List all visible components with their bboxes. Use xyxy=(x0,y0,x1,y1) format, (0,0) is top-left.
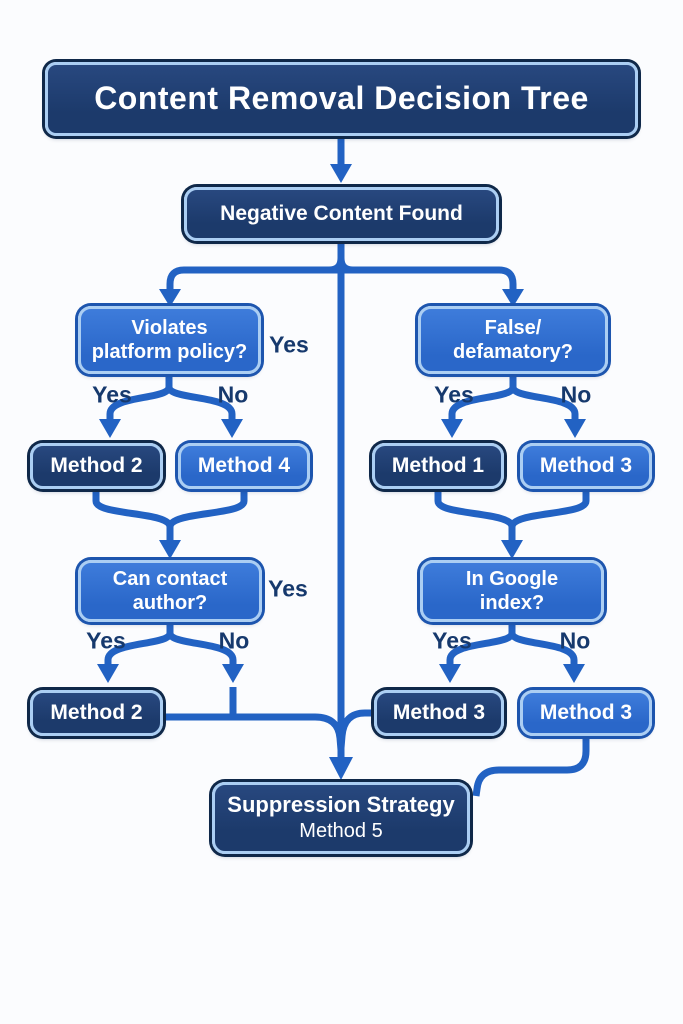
edge-label-contact-side-yes: Yes xyxy=(268,575,308,602)
arrow-contact-no xyxy=(222,664,244,683)
edge-label-platform-no: No xyxy=(217,381,249,408)
arrow-to-m2top xyxy=(99,419,121,438)
node-label: Method 4 xyxy=(197,454,291,478)
node-method-1: Method 1 xyxy=(372,443,504,489)
node-can-contact-author: Can contact author? xyxy=(78,560,262,622)
edge-label-false-yes: Yes xyxy=(434,381,474,408)
edge-m2top-merge xyxy=(92,490,174,529)
edge-label-false-no: No xyxy=(560,381,592,408)
arrow-to-platform xyxy=(159,289,181,307)
node-negative-content-found: Negative Content Found xyxy=(184,187,499,241)
edge-m1-merge xyxy=(434,490,516,529)
edge-label-contact-no: No xyxy=(218,627,250,654)
title-text: Content Removal Decision Tree xyxy=(94,80,589,117)
node-label-line2: platform policy? xyxy=(91,341,248,363)
node-label: Method 3 xyxy=(539,701,633,725)
arrow-to-root xyxy=(330,164,352,183)
arrow-to-suppression xyxy=(329,757,353,780)
node-method-2-bottom: Method 2 xyxy=(30,690,163,736)
node-label-line1: Suppression Strategy xyxy=(227,792,455,818)
node-method-3-top: Method 3 xyxy=(520,443,652,489)
node-label-line1: Violates xyxy=(131,316,208,339)
edge-m4-merge xyxy=(166,490,248,529)
arrow-to-m2bottom xyxy=(97,664,119,683)
arrow-to-false xyxy=(502,289,524,307)
edge-contact-no xyxy=(166,622,237,665)
node-label: Method 1 xyxy=(391,454,485,478)
edge-trunk-fillet-right xyxy=(337,257,354,274)
edge-m3yes-to-trunk xyxy=(337,709,376,749)
node-label: Negative Content Found xyxy=(220,202,463,226)
node-label-line2: defamatory? xyxy=(452,341,574,363)
edge-platform-no xyxy=(165,374,236,420)
edge-m3no-to-suppression xyxy=(472,736,590,797)
node-label-line2: index? xyxy=(479,592,545,614)
arrow-to-m4 xyxy=(221,419,243,438)
title-box: Content Removal Decision Tree xyxy=(45,62,638,136)
arrow-to-m3yes xyxy=(439,664,461,683)
arrow-to-contact xyxy=(159,540,181,559)
edge-m3top-merge xyxy=(508,490,590,529)
arrowheads xyxy=(97,164,586,780)
node-violates-platform-policy: Violates platform policy? xyxy=(78,306,261,374)
arrow-to-m3top xyxy=(564,419,586,438)
node-label-line2: Method 5 xyxy=(299,820,383,843)
edge-google-no xyxy=(508,622,578,665)
arrow-to-m3no xyxy=(563,664,585,683)
node-in-google-index: In Google index? xyxy=(420,560,604,622)
node-label-line1: False/ xyxy=(484,316,542,339)
arrow-to-google xyxy=(501,540,523,559)
node-suppression-strategy: Suppression Strategy Method 5 xyxy=(212,782,470,854)
node-method-3-no: Method 3 xyxy=(520,690,652,736)
node-method-2-top: Method 2 xyxy=(30,443,163,489)
arrow-to-m1 xyxy=(441,419,463,438)
node-label: Method 2 xyxy=(50,454,143,478)
node-method-3-yes: Method 3 xyxy=(374,690,504,736)
edge-label-contact-yes: Yes xyxy=(86,627,126,654)
node-label-line1: Can contact xyxy=(112,567,228,590)
edge-label-platform-yes: Yes xyxy=(92,381,132,408)
edge-label-google-no: No xyxy=(559,627,591,654)
edge-strokes xyxy=(92,136,590,797)
edge-false-no xyxy=(509,374,579,420)
node-label-line1: In Google xyxy=(465,567,559,590)
node-false-defamatory: False/ defamatory? xyxy=(418,306,608,374)
edge-label-platform-side-yes: Yes xyxy=(269,331,309,358)
edge-top-branch xyxy=(166,266,517,292)
node-method-4: Method 4 xyxy=(178,443,310,489)
node-label: Method 3 xyxy=(539,454,633,478)
edge-m2bottom-to-trunk xyxy=(160,713,345,751)
edge-label-google-yes: Yes xyxy=(432,627,472,654)
node-label: Method 3 xyxy=(392,701,486,725)
node-label-line2: author? xyxy=(132,592,208,614)
node-label: Method 2 xyxy=(50,701,143,725)
